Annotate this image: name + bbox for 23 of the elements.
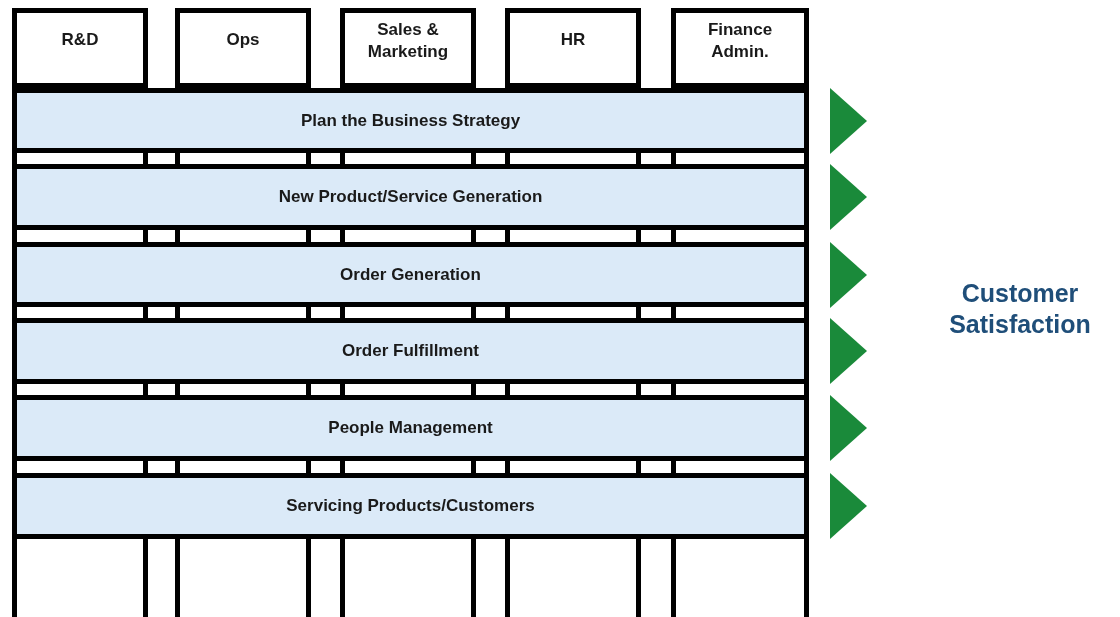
department-column: [671, 8, 809, 88]
column-heading: Sales & Marketing: [366, 19, 450, 63]
column-heading: Ops: [225, 29, 261, 51]
department-column: [505, 8, 641, 88]
process-bar: [12, 395, 809, 461]
process-label: Order Generation: [340, 263, 481, 286]
process-bar: [12, 473, 809, 539]
process-label: People Management: [328, 417, 493, 440]
process-bar: [12, 164, 809, 230]
process-bar: [12, 88, 809, 153]
process-label: Plan the Business Strategy: [300, 109, 521, 132]
process-bar: [12, 318, 809, 384]
column-heading: Finance Admin.: [706, 19, 774, 63]
department-column: [175, 8, 311, 88]
process-label: Order Fulfillment: [342, 340, 479, 363]
department-column: [12, 8, 148, 88]
process-label: New Product/Service Generation: [278, 186, 543, 209]
process-label: Servicing Products/Customers: [286, 495, 535, 518]
outcome-label: Customer Satisfaction: [948, 278, 1092, 340]
column-heading: HR: [559, 29, 587, 51]
column-heading: R&D: [60, 29, 100, 51]
process-bar: [12, 242, 809, 307]
department-column: [340, 8, 476, 88]
